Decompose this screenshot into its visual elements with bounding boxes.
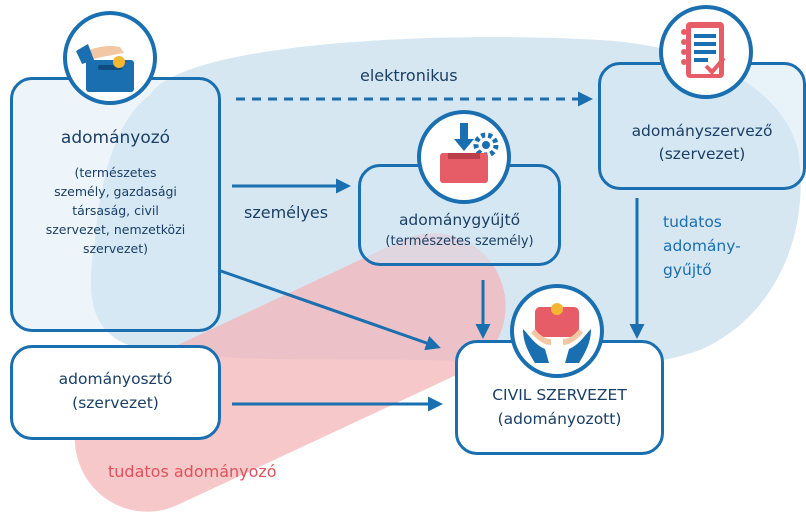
grantor-subtitle: (szervezet) [72, 394, 159, 412]
grantor-box [10, 345, 221, 440]
donor-detail-line-1: (természetes [74, 165, 157, 180]
donor-box [10, 77, 221, 332]
donor-detail-line-5: szervezet) [82, 241, 149, 256]
donor-detail-line-2: személy, gazdasági [54, 184, 177, 199]
donor-title: adományozó [60, 128, 171, 148]
download-tray-with-gear-icon [417, 110, 511, 204]
organizer-title: adományszervező [631, 122, 773, 140]
hand-dropping-coin-into-box-icon [63, 11, 157, 105]
hands-holding-wallet-icon [510, 284, 604, 378]
civil-title: CIVIL SZERVEZET [492, 386, 627, 404]
electronic-label: elektronikus [360, 66, 458, 85]
conscious-donor-label: tudatos adományozó [108, 462, 277, 481]
clipboard-checklist-icon [659, 5, 753, 99]
conscious-collector-label-line-3: gyűjtő [663, 261, 712, 279]
conscious-collector-label-line-1: tudatos [663, 213, 722, 231]
organizer-subtitle: (szervezet) [658, 145, 746, 163]
conscious-collector-label-line-2: adomány- [663, 237, 741, 255]
collector-title: adománygyűjtő [398, 211, 521, 229]
collector-subtitle: (természetes személy) [385, 234, 534, 249]
donor-detail-line-4: szervezet, nemzetközi [45, 222, 186, 237]
civil-subtitle: (adományozott) [497, 410, 622, 428]
conscious-donor-zone [74, 233, 506, 512]
grantor-title: adományosztó [58, 370, 173, 388]
donor-to-civil-arrow [217, 268, 441, 351]
personal-label: személyes [244, 203, 329, 222]
donor-detail-line-3: társaság, civil [72, 203, 159, 218]
